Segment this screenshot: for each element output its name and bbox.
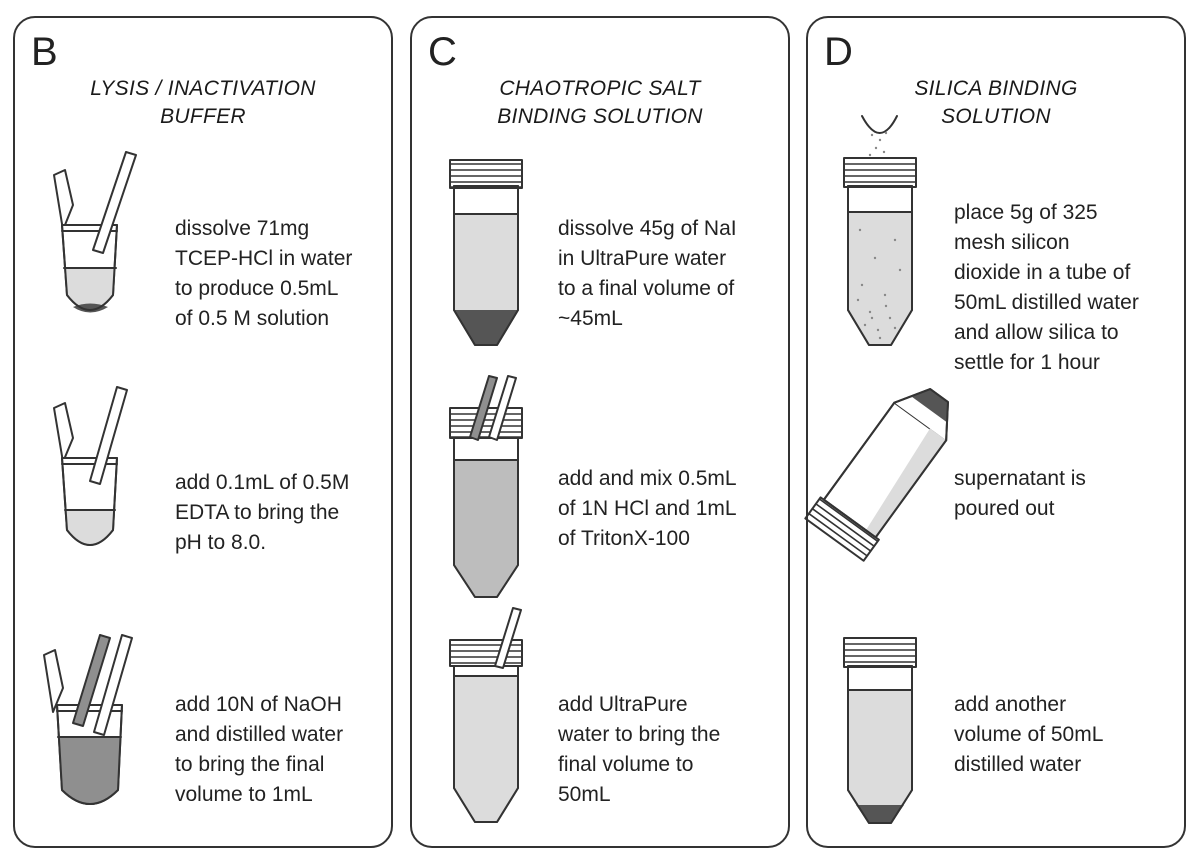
conical-tube-icon <box>449 159 523 346</box>
step-line: water to bring the <box>558 723 721 746</box>
step-line: to a final volume of <box>558 277 735 300</box>
step-line: pH to 8.0. <box>175 531 267 554</box>
step-text-b3: add 10N of NaOH and distilled water to b… <box>175 690 343 810</box>
step-line: final volume to <box>558 753 694 776</box>
step-line: mesh silicon <box>954 231 1070 254</box>
step-text-d2: supernatant is poured out <box>954 464 1086 524</box>
panel-letter: B <box>31 30 58 74</box>
conical-tube-icon <box>449 375 523 598</box>
panel-letter: C <box>428 30 457 74</box>
step-line: add another <box>954 693 1067 716</box>
step-line: in UltraPure water <box>558 247 727 270</box>
step-line: dioxide in a tube of <box>954 261 1131 284</box>
panel-title: SILICA BINDING SOLUTION <box>808 75 1184 131</box>
step-text-d3: add another volume of 50mL distilled wat… <box>954 690 1103 780</box>
microtube-icon <box>43 634 133 805</box>
step-line: ~45mL <box>558 307 623 330</box>
step-line: add 10N of NaOH <box>175 693 342 716</box>
conical-tube-icon <box>843 131 917 346</box>
step-line: of 0.5 M solution <box>175 307 330 330</box>
step-line: distilled water <box>954 753 1082 776</box>
step-line: and allow silica to <box>954 321 1119 344</box>
step-line: add UltraPure <box>558 693 688 716</box>
step-line: of 1N HCl and 1mL <box>558 497 737 520</box>
step-text-b2: add 0.1mL of 0.5M EDTA to bring the pH t… <box>175 468 349 558</box>
step-line: dissolve 71mg <box>175 217 310 240</box>
panel-letter: D <box>824 30 853 74</box>
step-line: place 5g of 325 <box>954 201 1098 224</box>
panel-title-line: BUFFER <box>160 105 246 128</box>
step-line: poured out <box>954 497 1055 520</box>
step-line: to produce 0.5mL <box>175 277 339 300</box>
panel-title-line: LYSIS / INACTIVATION <box>90 77 316 100</box>
panel-title-line: SILICA BINDING <box>914 77 1078 100</box>
panel-title-line: SOLUTION <box>941 105 1051 128</box>
step-line: 50mL distilled water <box>954 291 1139 314</box>
step-line: and distilled water <box>175 723 344 746</box>
step-line: add 0.1mL of 0.5M <box>175 471 350 494</box>
step-text-b1: dissolve 71mg TCEP-HCl in water to produ… <box>175 214 352 334</box>
microtube-icon <box>53 386 128 546</box>
step-line: to bring the final <box>175 753 325 776</box>
step-text-d1: place 5g of 325 mesh silicon dioxide in … <box>954 198 1139 378</box>
step-line: settle for 1 hour <box>954 351 1100 374</box>
panel-title-line: BINDING SOLUTION <box>497 105 703 128</box>
tilted-tube-icon <box>804 388 949 562</box>
panel-title: CHAOTROPIC SALT BINDING SOLUTION <box>412 75 788 131</box>
step-line: of TritonX-100 <box>558 527 690 550</box>
panel-title-line: CHAOTROPIC SALT <box>499 77 701 100</box>
panel-title: LYSIS / INACTIVATION BUFFER <box>15 75 391 131</box>
step-line: volume of 50mL <box>954 723 1104 746</box>
microtube-icon <box>53 151 137 313</box>
step-text-c1: dissolve 45g of NaI in UltraPure water t… <box>558 214 737 334</box>
step-line: supernatant is <box>954 467 1086 490</box>
step-line: TCEP-HCl in water <box>175 247 353 270</box>
step-text-c3: add UltraPure water to bring the final v… <box>558 690 720 810</box>
step-line: volume to 1mL <box>175 783 313 806</box>
step-line: dissolve 45g of NaI <box>558 217 737 240</box>
conical-tube-icon <box>449 607 523 823</box>
silica-particles <box>856 131 902 340</box>
step-text-c2: add and mix 0.5mL of 1N HCl and 1mL of T… <box>558 464 737 554</box>
step-line: 50mL <box>558 783 611 806</box>
step-line: EDTA to bring the <box>175 501 340 524</box>
step-line: add and mix 0.5mL <box>558 467 737 490</box>
scoop-icon <box>861 115 898 134</box>
conical-tube-icon <box>843 637 917 824</box>
